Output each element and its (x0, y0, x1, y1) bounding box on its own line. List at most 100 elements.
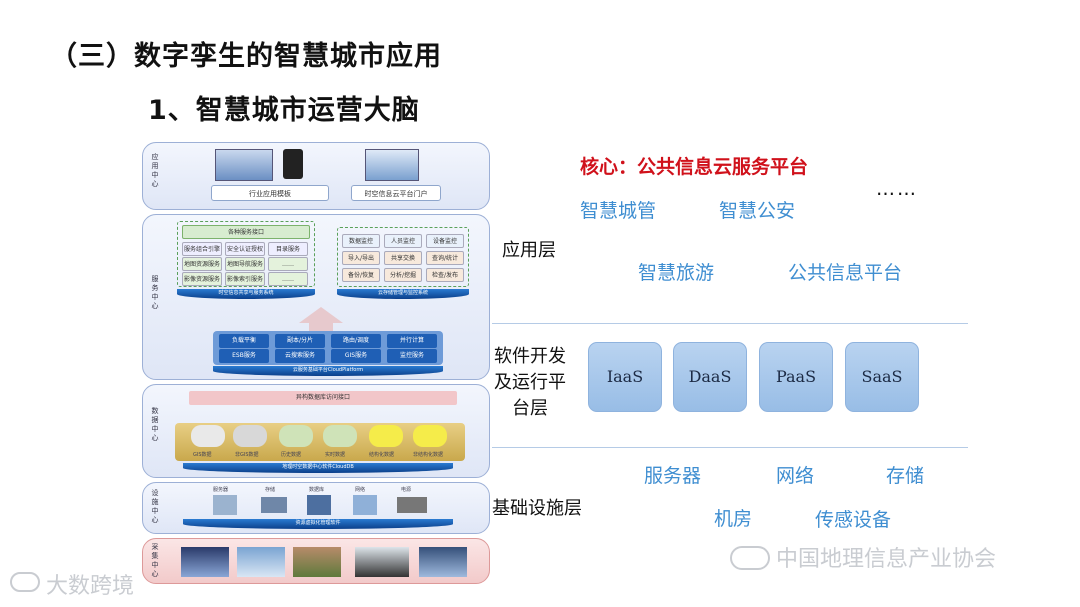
iaas-box: IaaS (588, 342, 662, 412)
app-template-box: 行业应用模板 (211, 185, 329, 201)
platform-item: 云搜索服务 (275, 349, 325, 363)
storage-icon (261, 497, 287, 513)
db-label: 非结构化数据 (413, 452, 444, 458)
terrain-image (293, 547, 341, 577)
svc-item: 目录服务 (268, 242, 308, 256)
watermark-left: 大数跨境 (46, 574, 135, 599)
db-cylinder-icon (233, 425, 267, 447)
platform-item: GIS服务 (331, 349, 381, 363)
db-cylinder-icon (191, 425, 225, 447)
db-cylinder-icon (369, 425, 403, 447)
platform-item: 并行计算 (387, 334, 437, 348)
db-label: 结构化数据 (369, 452, 395, 458)
platform-item: 负载平衡 (219, 334, 269, 348)
arc-virtualization: 资源虚拟化管理软件 (183, 519, 453, 529)
software-layer-label: 软件开发 及运行平 台层 (494, 344, 566, 422)
db-label: GIS数据 (193, 452, 212, 458)
wechat-icon (730, 546, 770, 570)
watermark-right: 中国地理信息产业协会 (776, 547, 997, 572)
satellite-image (181, 547, 229, 577)
logo-icon (10, 572, 40, 592)
infra-item: 传感设备 (815, 509, 892, 531)
service-center-band: 服务中心 各种服务接口 服务组合引擎 安全认证授权 目录服务 地图资源服务 地图… (142, 214, 490, 380)
app-item: 智慧公安 (719, 200, 796, 222)
divider-line (492, 323, 968, 324)
arc-share-service: 时空信息共享与服务系统 (177, 289, 315, 299)
service-center-label: 服务中心 (151, 275, 159, 310)
db-label: 非GIS数据 (235, 452, 259, 458)
page-subtitle: 1、智慧城市运营大脑 (148, 95, 420, 126)
mon-item: 设备监控 (426, 234, 464, 248)
data-center-band: 数据中心 异构数据库访问接口 GIS数据 非GIS数据 历史数据 实时数据 结构… (142, 384, 490, 478)
power-icon (397, 497, 427, 513)
network-icon (353, 495, 377, 515)
infra-item-label: 服务器 (213, 487, 229, 493)
infra-item-label: 存储 (265, 487, 276, 493)
mapping-car-image (355, 547, 409, 577)
core-heading: 核心：公共信息云服务平台 (580, 156, 809, 178)
arc-cloud-db: 地理时空数据中心软件CloudDB (183, 463, 453, 473)
svc-item: …… (268, 272, 308, 286)
monitor-box: 数据监控 人员监控 设备监控 导入/导出 共享交换 查询/统计 备份/恢复 分析… (337, 227, 469, 287)
daas-box: DaaS (673, 342, 747, 412)
db-label: 实时数据 (325, 452, 346, 458)
software-layer-line: 及运行平 (494, 372, 566, 393)
arc-cloud-monitor: 云存储管理与监控系统 (337, 289, 469, 299)
mon-item: 分析/挖掘 (384, 268, 422, 282)
db-label: 历史数据 (281, 452, 302, 458)
svc-item: 服务组合引擎 (182, 242, 222, 256)
infra-center-label: 设施中心 (151, 489, 159, 524)
app-item: 智慧旅游 (638, 262, 715, 284)
mon-item: 人员监控 (384, 234, 422, 248)
traffic-image (419, 547, 467, 577)
database-icon (307, 495, 331, 515)
app-screenshot-image (215, 149, 273, 181)
phone-image (283, 149, 303, 179)
infra-item-label: 电源 (401, 487, 412, 493)
infra-item-label: 网络 (355, 487, 366, 493)
svc-item: 影像索引服务 (225, 272, 265, 286)
mon-item: 查询/统计 (426, 251, 464, 265)
app-center-label: 应用中心 (151, 153, 159, 188)
db-cylinder-icon (323, 425, 357, 447)
svc-item: 安全认证授权 (225, 242, 265, 256)
db-cylinder-icon (413, 425, 447, 447)
platform-item: 副本/分片 (275, 334, 325, 348)
page-title: （三）数字孪生的智慧城市应用 (50, 41, 442, 72)
svc-item: 地图导航服务 (225, 257, 265, 271)
paas-box: PaaS (759, 342, 833, 412)
mon-item: 备份/恢复 (342, 268, 380, 282)
software-layer-line: 软件开发 (494, 346, 566, 367)
svc-item: 地图资源服务 (182, 257, 222, 271)
app-item: 公共信息平台 (788, 262, 903, 284)
up-arrow-icon (299, 307, 343, 323)
mon-item: 导入/导出 (342, 251, 380, 265)
infra-item: 机房 (714, 508, 753, 530)
infra-item: 存储 (886, 465, 925, 487)
app-layer-label: 应用层 (502, 240, 556, 261)
divider-line (492, 447, 968, 448)
collect-center-label: 采集中心 (151, 543, 159, 578)
airplane-image (237, 547, 285, 577)
arc-cloud-platform: 云服务基础平台CloudPlatform (213, 366, 443, 376)
mon-item: 共享交换 (384, 251, 422, 265)
cloud-platform-box: 负载平衡 副本/分片 路由/调度 并行计算 ESB服务 云搜索服务 GIS服务 … (213, 331, 443, 365)
saas-box: SaaS (845, 342, 919, 412)
service-api-header: 各种服务接口 (182, 225, 310, 239)
mon-item: 数据监控 (342, 234, 380, 248)
platform-item: 路由/调度 (331, 334, 381, 348)
app-center-band: 应用中心 行业应用模板 时空信息云平台门户 (142, 142, 490, 210)
data-center-label: 数据中心 (151, 407, 159, 442)
server-icon (213, 495, 237, 515)
portal-box: 时空信息云平台门户 (351, 185, 441, 201)
infra-center-band: 设施中心 服务器 存储 数据库 网络 电源 资源虚拟化管理软件 (142, 482, 490, 534)
portal-image (365, 149, 419, 181)
svc-item: …… (268, 257, 308, 271)
platform-item: ESB服务 (219, 349, 269, 363)
architecture-diagram: 应用中心 行业应用模板 时空信息云平台门户 服务中心 各种服务接口 服务组合引擎… (142, 142, 490, 588)
svc-item: 影像资源服务 (182, 272, 222, 286)
ellipsis-text: …… (876, 178, 918, 200)
infra-item: 网络 (776, 465, 815, 487)
collect-center-band: 采集中心 (142, 538, 490, 584)
infra-item-label: 数据库 (309, 487, 325, 493)
